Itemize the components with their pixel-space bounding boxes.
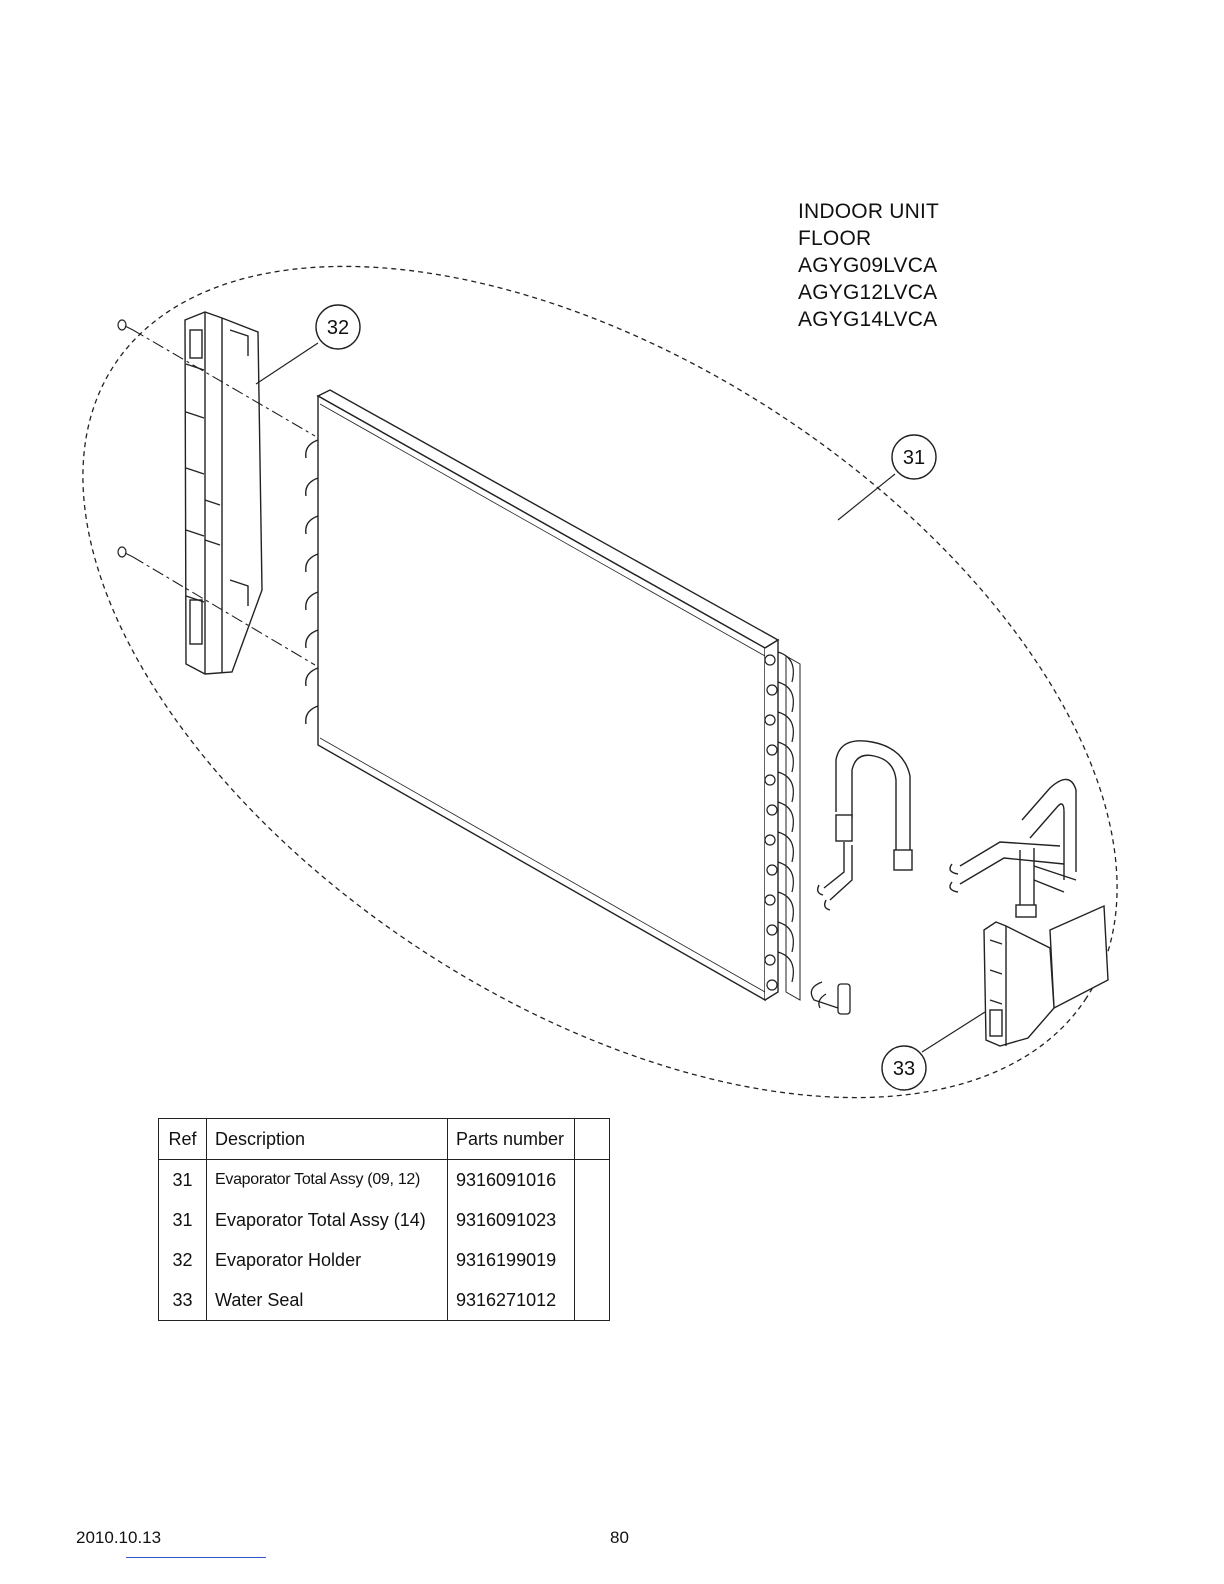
table-header-row: Ref Description Parts number xyxy=(159,1119,610,1160)
row-extra xyxy=(575,1160,610,1201)
screw-upper-icon xyxy=(118,320,133,330)
row-extra xyxy=(575,1280,610,1321)
leader-line-32 xyxy=(256,343,318,384)
header-parts-number: Parts number xyxy=(448,1119,575,1160)
row-description: Evaporator Total Assy (09, 12) xyxy=(207,1160,448,1201)
parts-list-table: Ref Description Parts number 31 Evaporat… xyxy=(158,1118,610,1321)
callout-32: 32 xyxy=(316,305,360,349)
elbow-pipe-drawing xyxy=(811,982,850,1014)
row-description: Evaporator Total Assy (14) xyxy=(207,1200,448,1240)
row-parts-number: 9316091023 xyxy=(448,1200,575,1240)
branch-pipes-drawing xyxy=(950,779,1076,917)
callout-33: 33 xyxy=(882,1046,926,1090)
row-ref: 31 xyxy=(159,1160,207,1201)
screw-lower-icon xyxy=(118,547,133,557)
table-row: 33 Water Seal 9316271012 xyxy=(159,1280,610,1321)
header-extra xyxy=(575,1119,610,1160)
row-ref: 32 xyxy=(159,1240,207,1280)
callout-31: 31 xyxy=(892,435,936,479)
row-parts-number: 9316271012 xyxy=(448,1280,575,1321)
row-extra xyxy=(575,1240,610,1280)
exploded-parts-diagram: 32 31 33 xyxy=(0,0,1224,1110)
leader-line-33 xyxy=(922,1012,985,1052)
table-row: 32 Evaporator Holder 9316199019 xyxy=(159,1240,610,1280)
evaporator-coil-drawing xyxy=(306,390,778,1000)
header-ref: Ref xyxy=(159,1119,207,1160)
row-description: Water Seal xyxy=(207,1280,448,1321)
svg-text:31: 31 xyxy=(903,447,925,469)
row-parts-number: 9316199019 xyxy=(448,1240,575,1280)
row-extra xyxy=(575,1200,610,1240)
footer-date: 2010.10.13 xyxy=(76,1528,161,1548)
row-ref: 31 xyxy=(159,1200,207,1240)
pipe-assembly-drawing xyxy=(818,741,912,910)
row-ref: 33 xyxy=(159,1280,207,1321)
table-row: 31 Evaporator Total Assy (14) 9316091023 xyxy=(159,1200,610,1240)
row-parts-number: 9316091016 xyxy=(448,1160,575,1201)
footer-link-underline xyxy=(126,1557,266,1558)
svg-text:32: 32 xyxy=(327,317,349,339)
svg-text:33: 33 xyxy=(893,1058,915,1080)
header-description: Description xyxy=(207,1119,448,1160)
page-number: 80 xyxy=(610,1528,629,1548)
leader-line-31 xyxy=(838,474,895,520)
row-description: Evaporator Holder xyxy=(207,1240,448,1280)
water-seal-drawing xyxy=(984,906,1108,1046)
evaporator-holder-drawing xyxy=(185,312,262,674)
table-row: 31 Evaporator Total Assy (09, 12) 931609… xyxy=(159,1160,610,1201)
